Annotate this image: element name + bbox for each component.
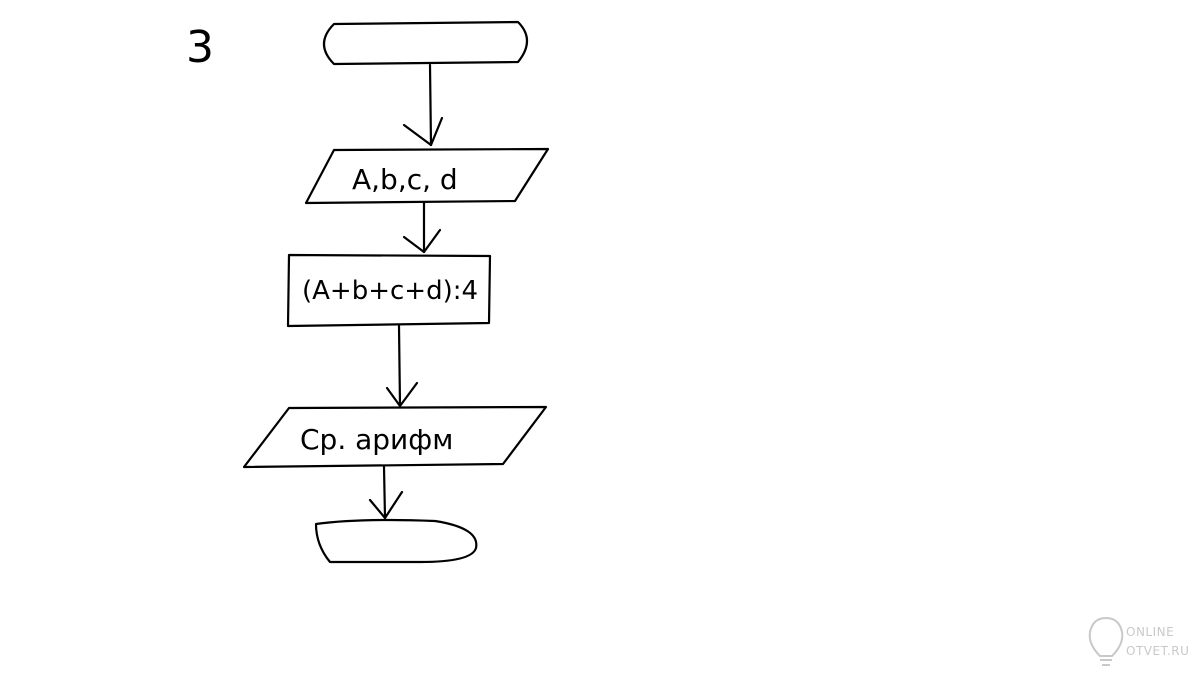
- input-block-label: A,b,c, d: [352, 163, 458, 196]
- watermark-line2: OTVET.RU: [1126, 644, 1189, 658]
- watermark: ONLINE OTVET.RU: [1088, 616, 1189, 666]
- output-block-label: Ср. арифм: [300, 423, 453, 456]
- input-block: [304, 147, 550, 205]
- start-terminal: [322, 20, 529, 66]
- end-terminal: [314, 518, 478, 564]
- number-label: 3: [186, 22, 214, 73]
- process-block: [286, 253, 492, 328]
- watermark-line1: ONLINE: [1126, 625, 1174, 639]
- output-block: [242, 405, 548, 469]
- arrow-input-to-process: [402, 201, 442, 254]
- arrow-start-to-input: [402, 63, 444, 147]
- process-block-label: (A+b+c+d):4: [302, 276, 478, 306]
- arrow-process-to-output: [385, 324, 419, 408]
- lightbulb-icon: [1088, 616, 1124, 666]
- arrow-output-to-end: [368, 465, 404, 520]
